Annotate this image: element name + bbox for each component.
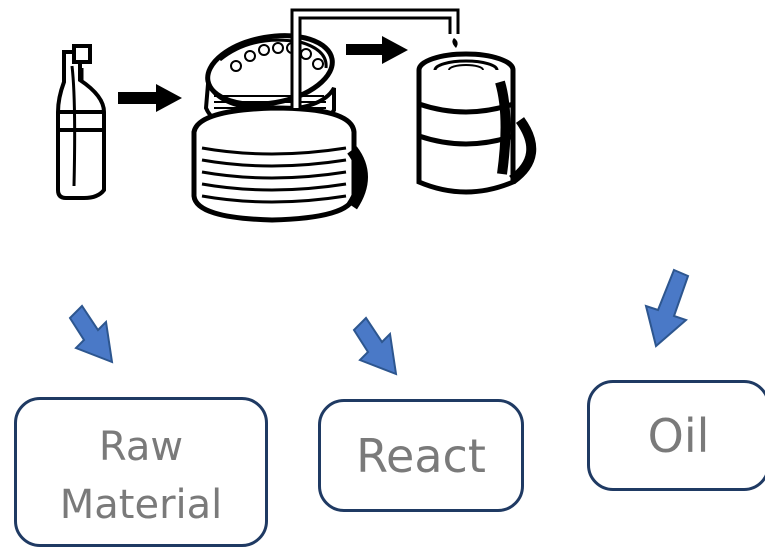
barrel-icon (416, 51, 537, 195)
arrow-right-icon-2 (346, 36, 408, 64)
down-arrow-icon-oil (644, 268, 690, 348)
oil-label: Oil (647, 408, 710, 463)
arrow-right-icon-1 (118, 84, 182, 112)
bottle-icon (56, 44, 106, 200)
react-label: React (356, 428, 486, 483)
oil-box: Oil (587, 380, 765, 491)
react-box: React (318, 399, 524, 512)
reactor-icon (191, 8, 460, 223)
raw-material-box: Raw Material (14, 397, 268, 547)
down-arrow-icon-raw (68, 304, 114, 364)
down-arrow-icon-react (352, 316, 398, 376)
raw-material-label: Raw Material (59, 424, 223, 528)
